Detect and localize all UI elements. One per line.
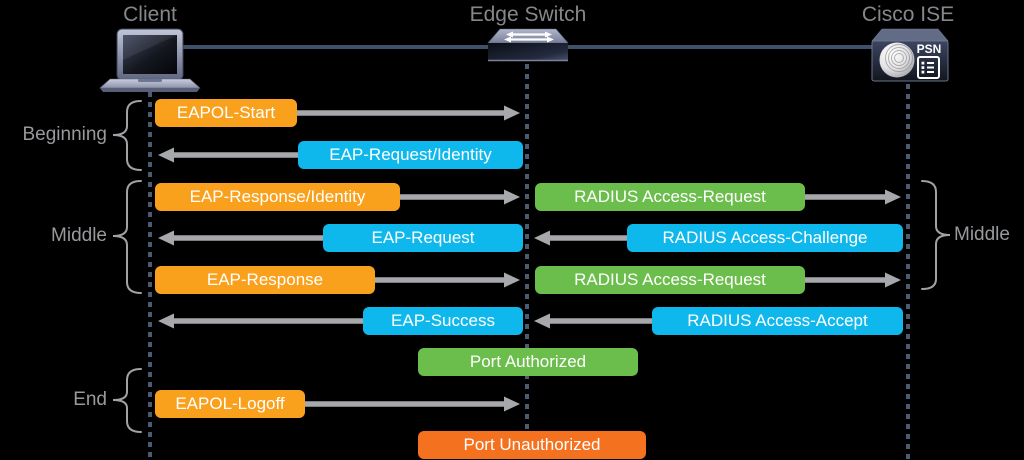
message-arrows <box>174 110 885 407</box>
ise-psn-icon: PSN <box>871 28 949 82</box>
message-radius-access-request-1: RADIUS Access-Request <box>535 183 805 211</box>
arrow-heads <box>158 105 901 412</box>
status-port-authorized: Port Authorized <box>418 348 638 376</box>
psn-badge: PSN <box>917 42 942 56</box>
phase-label-middle-left: Middle <box>51 225 107 246</box>
laptop-icon <box>99 28 201 92</box>
middle-right-brace <box>921 180 951 290</box>
phase-label-middle-right: Middle <box>954 224 1010 245</box>
message-eap-request-identity: EAP-Request/Identity <box>298 141 523 169</box>
status-port-unauthorized: Port Unauthorized <box>418 431 646 459</box>
actor-label-client: Client <box>123 3 177 26</box>
message-radius-access-accept: RADIUS Access-Accept <box>652 307 903 335</box>
message-eapol-start: EAPOL-Start <box>155 99 297 127</box>
actor-label-cisco-ise: Cisco ISE <box>861 3 955 26</box>
switch-icon <box>487 28 569 62</box>
message-eap-request: EAP-Request <box>323 224 523 252</box>
message-eap-response: EAP-Response <box>155 266 375 294</box>
actor-label-edge-switch: Edge Switch <box>469 3 587 26</box>
message-eap-success: EAP-Success <box>363 307 523 335</box>
end-brace <box>112 368 142 433</box>
message-radius-access-request-2: RADIUS Access-Request <box>535 266 805 294</box>
policy-list-icon <box>917 56 940 79</box>
fingerprint-globe-icon <box>879 42 915 78</box>
message-eap-response-identity: EAP-Response/Identity <box>155 183 400 211</box>
message-eapol-logoff: EAPOL-Logoff <box>155 390 305 418</box>
phase-label-end: End <box>73 389 107 410</box>
phase-label-beginning: Beginning <box>22 124 107 145</box>
beginning-brace <box>112 100 142 171</box>
message-radius-access-challenge: RADIUS Access-Challenge <box>627 224 903 252</box>
middle-left-brace <box>112 180 142 294</box>
